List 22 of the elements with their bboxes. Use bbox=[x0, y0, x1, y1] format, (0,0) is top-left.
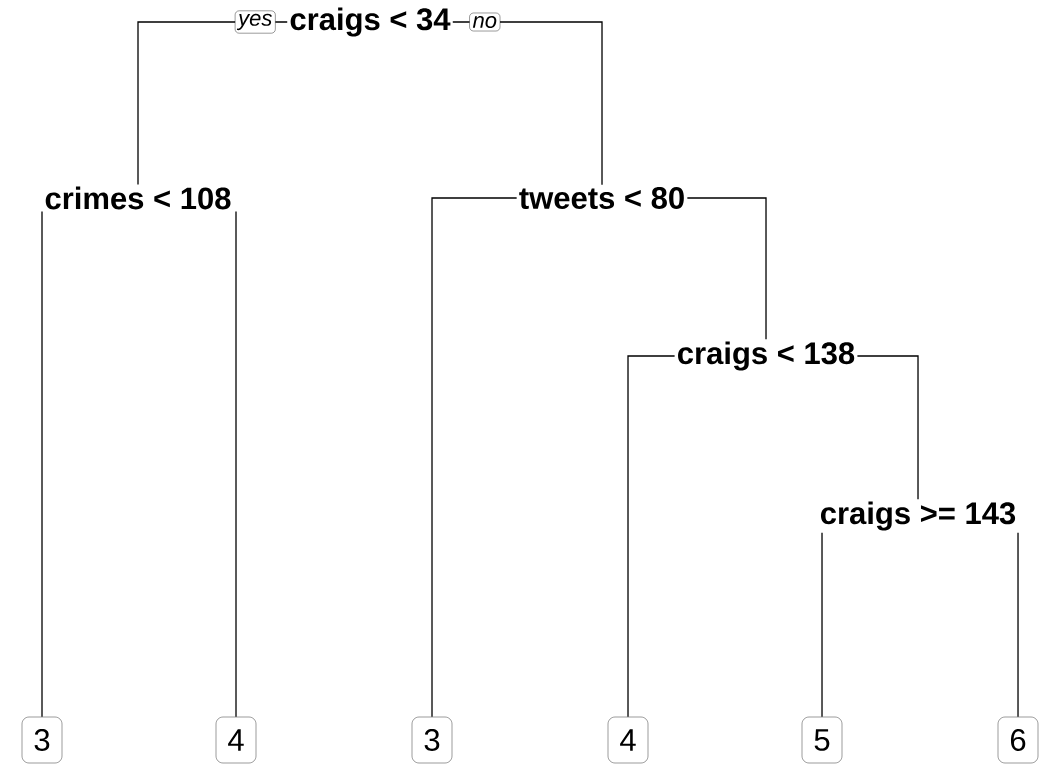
split-label: craigs < 34 bbox=[290, 7, 451, 37]
leaf-box: 4 bbox=[215, 716, 257, 764]
leaf-box: 6 bbox=[997, 716, 1039, 764]
split-label: tweets < 80 bbox=[519, 187, 684, 209]
leaf-box: 5 bbox=[801, 716, 843, 764]
split-label: crimes < 108 bbox=[45, 186, 231, 210]
connector-line bbox=[1017, 532, 1019, 718]
connector-line bbox=[856, 355, 919, 500]
leaf-box: 3 bbox=[411, 716, 453, 764]
connector-line bbox=[41, 210, 43, 718]
edge-label: yes bbox=[234, 10, 276, 34]
connector-line bbox=[821, 532, 823, 718]
split-label: craigs >= 143 bbox=[820, 501, 1016, 531]
leaf-box: 3 bbox=[21, 716, 63, 764]
edge-label: no bbox=[469, 12, 501, 32]
split-label: craigs < 138 bbox=[678, 341, 855, 371]
connector-line bbox=[686, 197, 767, 340]
connector-line bbox=[452, 21, 603, 186]
leaf-box: 4 bbox=[607, 716, 649, 764]
connector-line bbox=[235, 210, 237, 718]
connector-line bbox=[431, 197, 518, 718]
connector-line bbox=[627, 355, 676, 718]
